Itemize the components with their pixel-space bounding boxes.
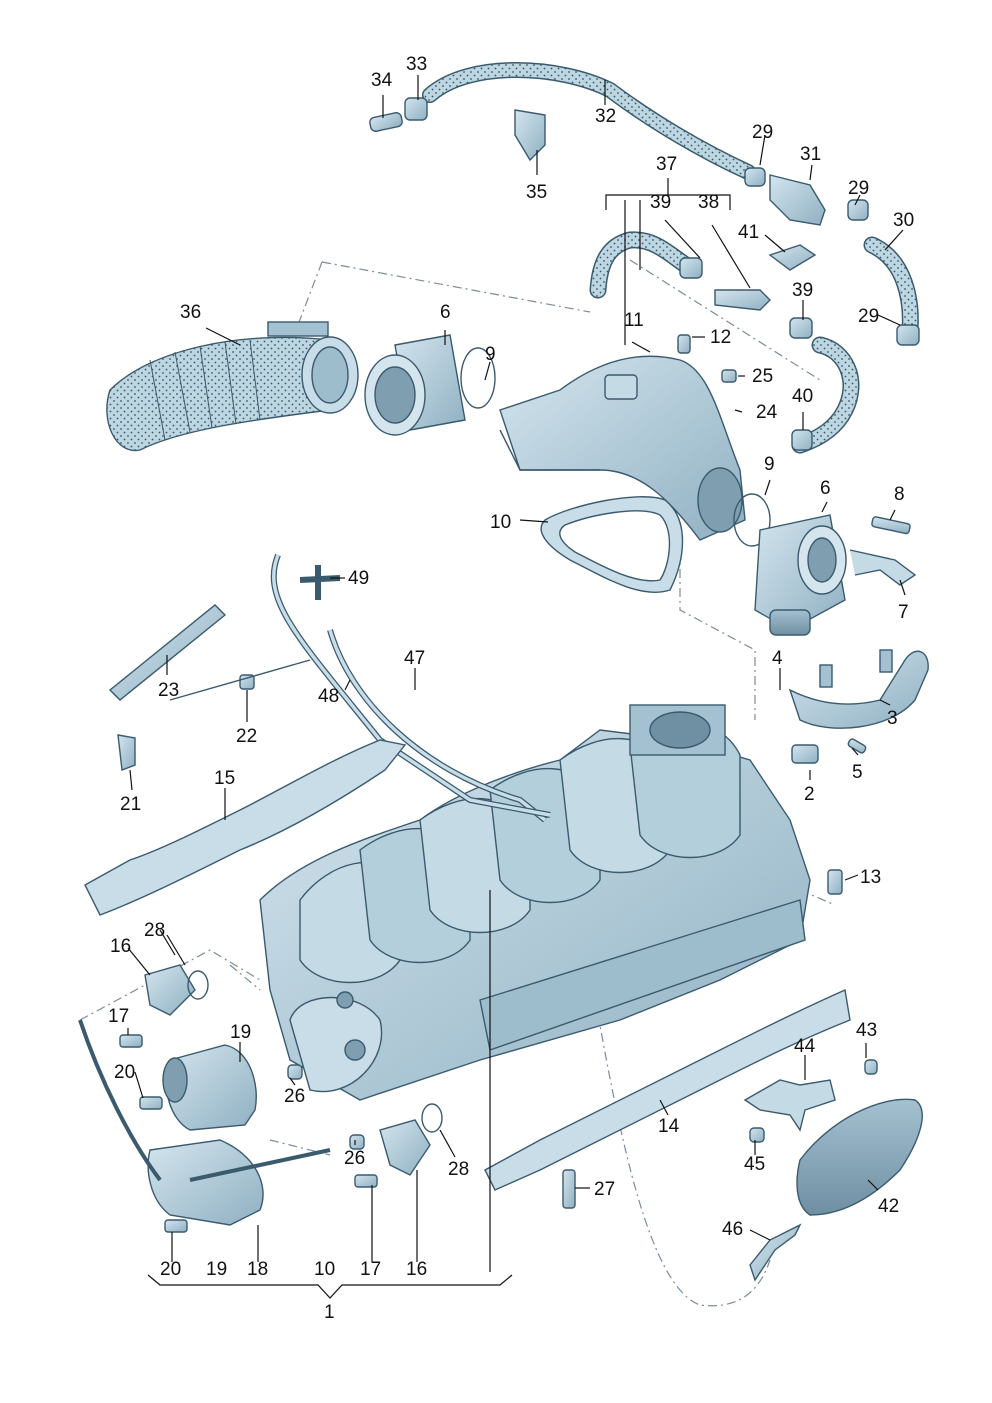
connector-49	[299, 565, 341, 600]
hoses	[422, 62, 919, 454]
label-44: 44	[794, 1036, 816, 1057]
label-38: 38	[698, 192, 719, 213]
sensor-16-lower	[379, 1119, 431, 1176]
label-32: 32	[595, 106, 616, 127]
label-36: 36	[180, 302, 201, 323]
label-5: 5	[852, 762, 863, 783]
label-34: 34	[371, 70, 393, 91]
small-fasteners	[108, 97, 920, 1282]
label-49: 49	[348, 568, 369, 589]
label-15: 15	[214, 768, 235, 789]
label-9b: 9	[764, 454, 775, 475]
label-39a: 39	[650, 192, 671, 213]
gasket-14	[484, 988, 851, 1191]
label-24: 24	[756, 402, 778, 423]
label-45: 45	[744, 1154, 765, 1175]
label-47: 47	[404, 648, 425, 669]
label-10a: 10	[490, 512, 511, 533]
label-42: 42	[878, 1196, 899, 1217]
throttle-body-upper	[364, 334, 496, 436]
sleeve-2	[791, 744, 819, 764]
label-6b: 6	[820, 478, 831, 499]
label-29c: 29	[858, 306, 879, 327]
label-39b: 39	[792, 280, 813, 301]
label-48: 48	[318, 686, 339, 707]
label-25: 25	[752, 366, 773, 387]
label-4: 4	[772, 648, 783, 669]
label-10b: 10	[314, 1259, 335, 1280]
label-17a: 17	[108, 1006, 129, 1027]
o-ring-28-upper	[187, 970, 209, 1000]
callout-labels: 1 2 3 4 5 6 6 7 8 9 9 10 10 11 12 13 14 …	[108, 54, 914, 1323]
label-29b: 29	[848, 178, 869, 199]
o-ring-28-lower	[421, 1103, 443, 1133]
control-rod	[78, 1019, 331, 1182]
label-28a: 28	[144, 920, 165, 941]
intake-elbow-11	[499, 355, 746, 541]
label-43: 43	[856, 1020, 877, 1041]
label-12: 12	[710, 327, 731, 348]
label-19a: 19	[230, 1022, 251, 1043]
label-27: 27	[594, 1179, 615, 1200]
label-40: 40	[792, 386, 813, 407]
label-37: 37	[656, 154, 677, 175]
label-23: 23	[158, 680, 179, 701]
label-22: 22	[236, 726, 257, 747]
label-46: 46	[722, 1219, 743, 1240]
label-28b: 28	[448, 1159, 469, 1180]
bracket-7	[849, 549, 917, 586]
intake-hose-36	[106, 321, 359, 452]
label-13: 13	[860, 867, 881, 888]
label-18: 18	[247, 1259, 268, 1280]
label-9a: 9	[485, 344, 496, 365]
label-29a: 29	[752, 122, 773, 143]
label-1: 1	[324, 1302, 335, 1323]
label-35: 35	[526, 182, 547, 203]
label-8: 8	[894, 484, 905, 505]
label-19b: 19	[206, 1259, 227, 1280]
label-41: 41	[738, 222, 759, 243]
label-17b: 17	[360, 1259, 381, 1280]
coolant-pipe-3	[788, 649, 929, 729]
label-11: 11	[624, 310, 644, 331]
bracket-44	[743, 1079, 836, 1132]
label-16b: 16	[406, 1259, 427, 1280]
label-3: 3	[887, 708, 898, 729]
label-26b: 26	[344, 1148, 365, 1169]
leader-lines	[127, 75, 906, 1299]
cover-42	[796, 1098, 923, 1216]
label-20b: 20	[160, 1259, 181, 1280]
label-16a: 16	[110, 936, 131, 957]
label-30: 30	[893, 210, 914, 231]
sensor-16-upper	[144, 964, 196, 1016]
label-26a: 26	[284, 1086, 305, 1107]
gasket-15	[84, 739, 407, 916]
label-2: 2	[804, 784, 815, 805]
label-21: 21	[120, 794, 141, 815]
label-7: 7	[898, 602, 909, 623]
label-14: 14	[658, 1116, 680, 1137]
o-ring-9-lower	[733, 493, 771, 547]
label-31: 31	[800, 144, 821, 165]
intake-manifold	[259, 704, 811, 1101]
throttle-body-lower	[754, 514, 847, 636]
label-20a: 20	[114, 1062, 135, 1083]
label-33: 33	[406, 54, 427, 75]
label-6a: 6	[440, 302, 451, 323]
actuator-19-lower	[147, 1139, 264, 1226]
actuator-19-upper	[162, 1044, 257, 1131]
